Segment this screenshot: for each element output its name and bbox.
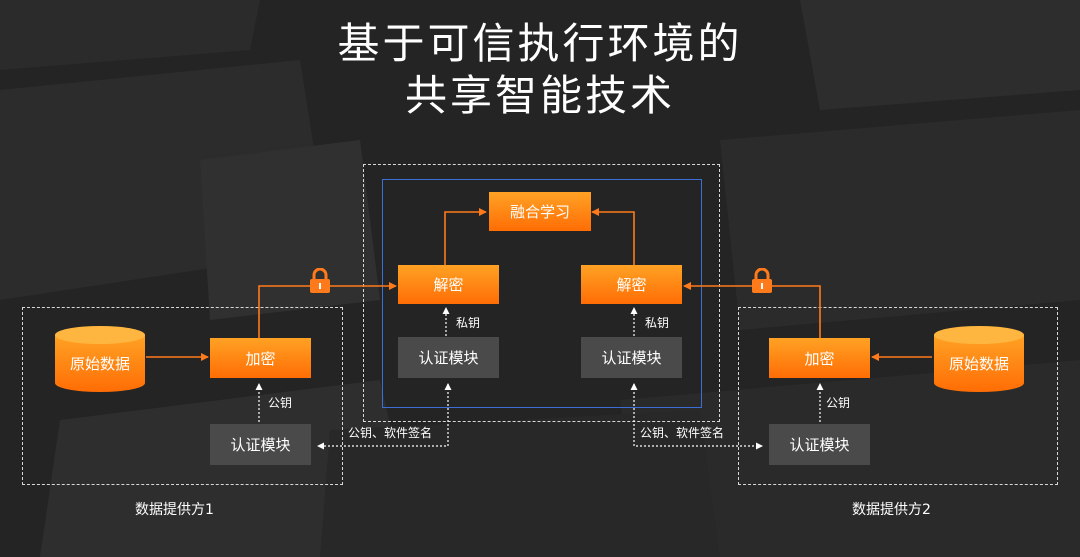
private-key-label-right: 私钥 — [645, 316, 670, 330]
auth-module-provider-1: 认证模块 — [210, 424, 311, 465]
database-icon — [934, 326, 1024, 392]
title-line-2: 共享智能技术 — [404, 71, 675, 120]
provider1-name: 数据提供方1 — [135, 502, 214, 518]
raw-data-cylinder-2: 原始数据 — [933, 325, 1025, 393]
decrypt-box-right: 解密 — [581, 265, 682, 304]
raw-data-cylinder-1: 原始数据 — [54, 325, 146, 393]
link-label-right: 公钥、软件签名 — [640, 426, 725, 440]
public-key-label-2: 公钥 — [826, 396, 851, 410]
link-label-left: 公钥、软件签名 — [348, 426, 433, 440]
public-key-label-1: 公钥 — [268, 396, 293, 410]
provider2-name: 数据提供方2 — [852, 502, 931, 518]
encrypt-box-1: 加密 — [210, 338, 311, 378]
auth-module-center-right: 认证模块 — [581, 337, 682, 378]
lock-icon — [752, 268, 772, 293]
lock-icon — [310, 268, 330, 293]
decrypt-box-left: 解密 — [398, 265, 499, 304]
raw-data-label-2: 原始数据 — [948, 355, 1009, 373]
auth-module-provider-2: 认证模块 — [769, 424, 870, 465]
raw-data-label-1: 原始数据 — [69, 355, 130, 373]
database-icon — [55, 326, 145, 392]
private-key-label-left: 私钥 — [456, 316, 481, 330]
fusion-learning-box: 融合学习 — [489, 192, 591, 231]
auth-module-center-left: 认证模块 — [398, 337, 499, 378]
title-line-1: 基于可信执行环境的 — [337, 19, 743, 68]
encrypt-box-2: 加密 — [769, 338, 870, 378]
diagram-title: 基于可信执行环境的 共享智能技术 — [0, 18, 1080, 122]
